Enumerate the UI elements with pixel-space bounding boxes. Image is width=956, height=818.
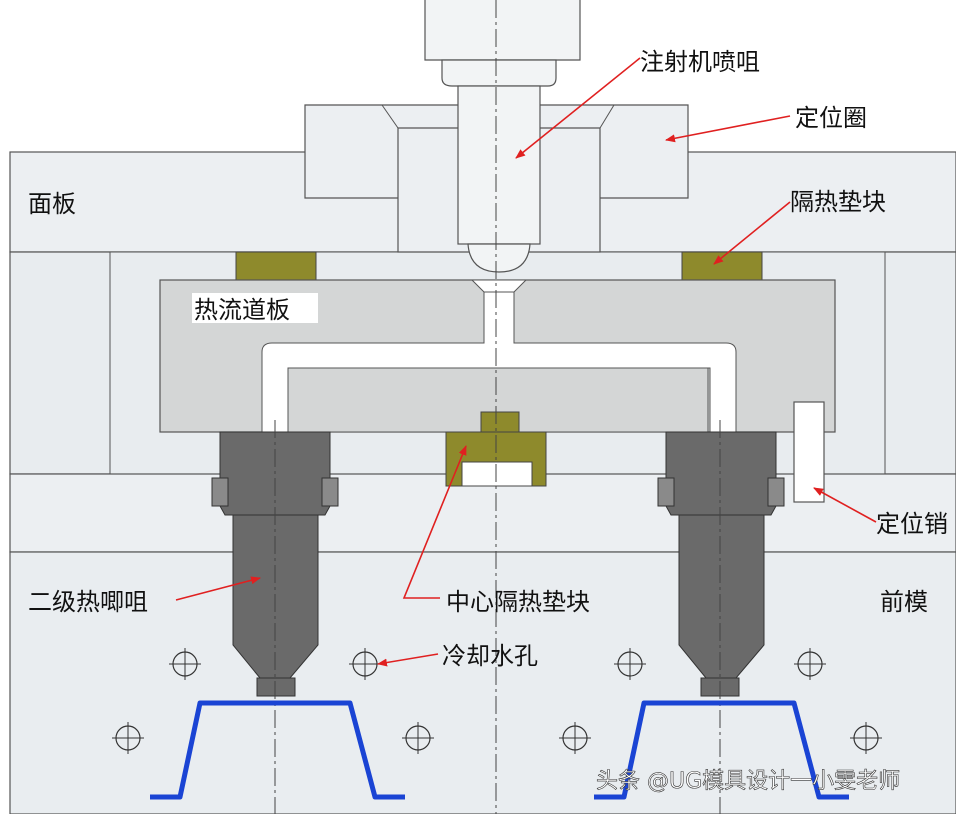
label-secondary-nozzle: 二级热唧咀	[28, 588, 148, 616]
cooling-hole-icon	[614, 648, 646, 680]
machine-nozzle-body	[457, 85, 541, 245]
locating-pin	[793, 401, 825, 503]
label-manifold-bg	[192, 293, 318, 323]
secondary-nozzle-right	[657, 431, 785, 697]
cooling-hole-icon	[559, 722, 591, 754]
leader-arrows	[175, 57, 877, 667]
watermark: 头条 @UG模具设计一小雯老师	[596, 769, 900, 794]
cooling-hole-icon	[112, 722, 144, 754]
molded-part-left	[150, 700, 405, 800]
label-nozzle: 注射机喷咀	[640, 48, 760, 76]
arrow-locating-ring	[665, 115, 791, 143]
cooling-hole-icon	[402, 722, 434, 754]
arrow-locating-pin	[813, 487, 877, 523]
locating-ring-chamfer-l	[381, 104, 399, 129]
label-center-pad: 中心隔热垫块	[446, 588, 590, 616]
center-pad-top	[480, 411, 520, 433]
label-locating-ring: 定位圈	[795, 104, 867, 132]
cooling-hole-icon	[169, 648, 201, 680]
label-insulation-pad: 隔热垫块	[790, 188, 886, 216]
arrow-nozzle	[515, 57, 641, 159]
runner-channel	[261, 289, 737, 433]
cooling-hole-icon	[349, 648, 381, 680]
insulation-pad-left	[235, 251, 317, 281]
machine-nozzle-neck	[441, 59, 557, 87]
label-top-plate: 面板	[28, 190, 76, 218]
sprue-inlet	[470, 279, 528, 293]
center-pad-slot	[461, 461, 533, 487]
cooling-hole-icon	[850, 722, 882, 754]
label-cooling-hole: 冷却水孔	[442, 642, 538, 670]
label-front-mold: 前模	[880, 588, 928, 616]
cooling-holes	[112, 648, 882, 754]
arrow-cooling-hole	[377, 653, 439, 667]
locating-ring-chamfer-r	[599, 104, 615, 129]
molded-part-right	[594, 700, 849, 800]
machine-nozzle-top	[424, 0, 581, 61]
arrow-secondary-nozzle	[175, 576, 261, 601]
machine-nozzle-tip	[467, 243, 531, 273]
cooling-hole-icon	[794, 648, 826, 680]
label-locating-pin: 定位销	[876, 510, 948, 538]
front-mold-plate	[9, 551, 956, 815]
arrow-center-pad	[402, 445, 467, 599]
arrow-insulation-pad	[713, 201, 791, 265]
insulation-pad-right	[681, 251, 763, 281]
label-manifold: 热流道板	[194, 296, 290, 324]
